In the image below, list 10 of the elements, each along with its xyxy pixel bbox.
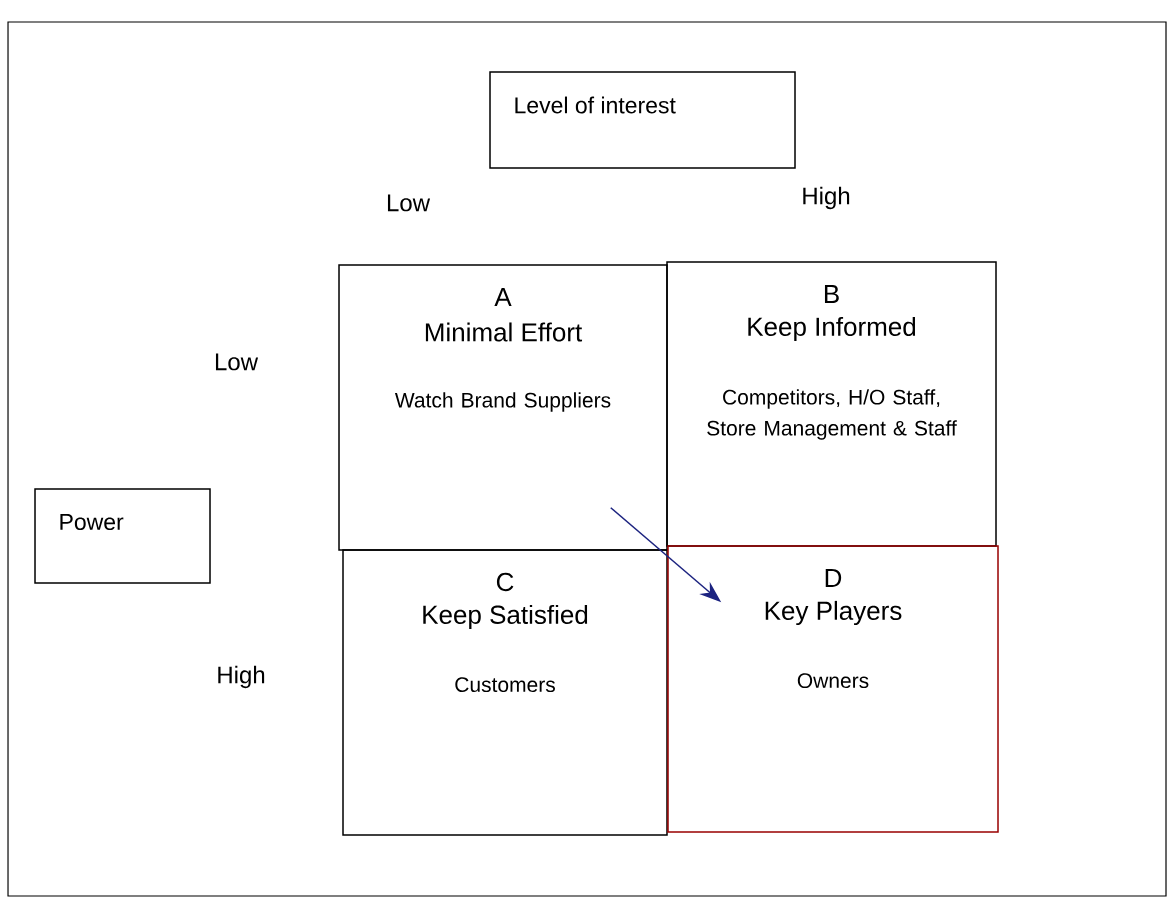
axis-level-label: High <box>803 186 850 210</box>
quadrant-box: B Keep Informed Competitors, H/O Staff, Store Management & Staff <box>666 261 997 547</box>
quadrant-box: D Key Players Owners <box>667 545 999 833</box>
axis-title-box: Power <box>34 488 211 584</box>
axis-title-box: Level of interest <box>489 71 796 169</box>
axis-level-label: Low <box>215 353 259 371</box>
quadrant-box: A Minimal Effort Watch Brand Suppliers <box>338 264 668 551</box>
axis-level-label: High <box>218 665 265 689</box>
axis-level-label: Low <box>387 194 431 212</box>
quadrant-box: C Keep Satisfied Customers <box>342 549 668 836</box>
